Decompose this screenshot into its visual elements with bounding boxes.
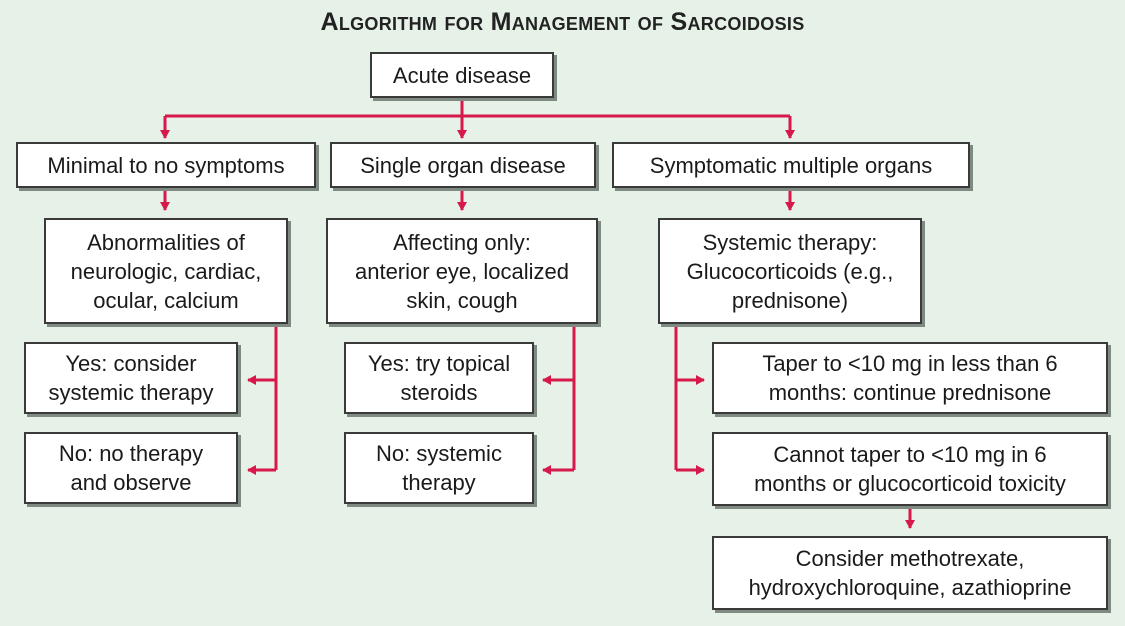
node-abnormalities-line-1: Abnormalities of: [87, 229, 245, 255]
node-acute-disease-text: Acute disease: [392, 62, 532, 88]
node-yes-topical-line-2: steroids: [400, 380, 478, 405]
node-systemic-therapy-line-3: prednisone): [731, 287, 849, 313]
node-cannot-taper: Cannot taper to <10 mg in 6 months or gl…: [712, 432, 1108, 506]
node-yes-consider-systemic: Yes: consider systemic therapy: [24, 342, 238, 414]
node-affecting-only-line-3: skin, cough: [406, 287, 518, 313]
node-no-observe-line-1: No: no therapy: [58, 441, 204, 466]
node-taper-continue: Taper to <10 mg in less than 6 months: c…: [712, 342, 1108, 414]
node-no-therapy-observe: No: no therapy and observe: [24, 432, 238, 504]
node-no-systemic-line-2: therapy: [402, 470, 476, 495]
node-minimal-symptoms: Minimal to no symptoms: [16, 142, 316, 188]
node-multiple-organs-text: Symptomatic multiple organs: [649, 152, 933, 178]
node-consider-mtx-line-2: hydroxychloroquine, azathioprine: [748, 575, 1072, 600]
diagram-title: Algorithm for Management of Sarcoidosis: [320, 8, 805, 36]
node-systemic-therapy: Systemic therapy: Glucocorticoids (e.g.,…: [658, 218, 922, 324]
node-taper-line-2: months: continue prednisone: [768, 380, 1052, 405]
node-affecting-only-line-1: Affecting only:: [393, 229, 531, 255]
node-single-organ: Single organ disease: [330, 142, 596, 188]
node-affecting-only-line-2: anterior eye, localized: [354, 258, 569, 284]
node-affecting-only: Affecting only: anterior eye, localized …: [326, 218, 598, 324]
node-cannot-taper-line-2: months or glucocorticoid toxicity: [754, 471, 1066, 496]
node-single-organ-text: Single organ disease: [360, 152, 566, 178]
node-no-systemic-line-1: No: systemic: [376, 441, 502, 466]
node-acute-disease: Acute disease: [370, 52, 554, 98]
node-abnormalities: Abnormalities of neurologic, cardiac, oc…: [44, 218, 288, 324]
node-systemic-therapy-line-2: Glucocorticoids (e.g.,: [686, 258, 894, 284]
node-yes-consider-line-2: systemic therapy: [48, 380, 214, 405]
node-yes-topical-steroids: Yes: try topical steroids: [344, 342, 534, 414]
node-minimal-symptoms-text: Minimal to no symptoms: [47, 152, 285, 178]
node-consider-mtx-line-1: Consider methotrexate,: [795, 546, 1025, 571]
node-consider-methotrexate: Consider methotrexate, hydroxychloroquin…: [712, 536, 1108, 610]
node-cannot-taper-line-1: Cannot taper to <10 mg in 6: [773, 442, 1047, 467]
node-taper-line-1: Taper to <10 mg in less than 6: [762, 351, 1058, 376]
node-systemic-therapy-line-1: Systemic therapy:: [702, 229, 878, 255]
node-no-systemic-therapy: No: systemic therapy: [344, 432, 534, 504]
node-abnormalities-line-2: neurologic, cardiac,: [70, 258, 262, 284]
node-multiple-organs: Symptomatic multiple organs: [612, 142, 970, 188]
node-yes-consider-line-1: Yes: consider: [65, 351, 197, 376]
node-yes-topical-line-1: Yes: try topical: [367, 351, 511, 376]
node-no-observe-line-2: and observe: [70, 470, 192, 495]
node-abnormalities-line-3: ocular, calcium: [93, 287, 239, 313]
